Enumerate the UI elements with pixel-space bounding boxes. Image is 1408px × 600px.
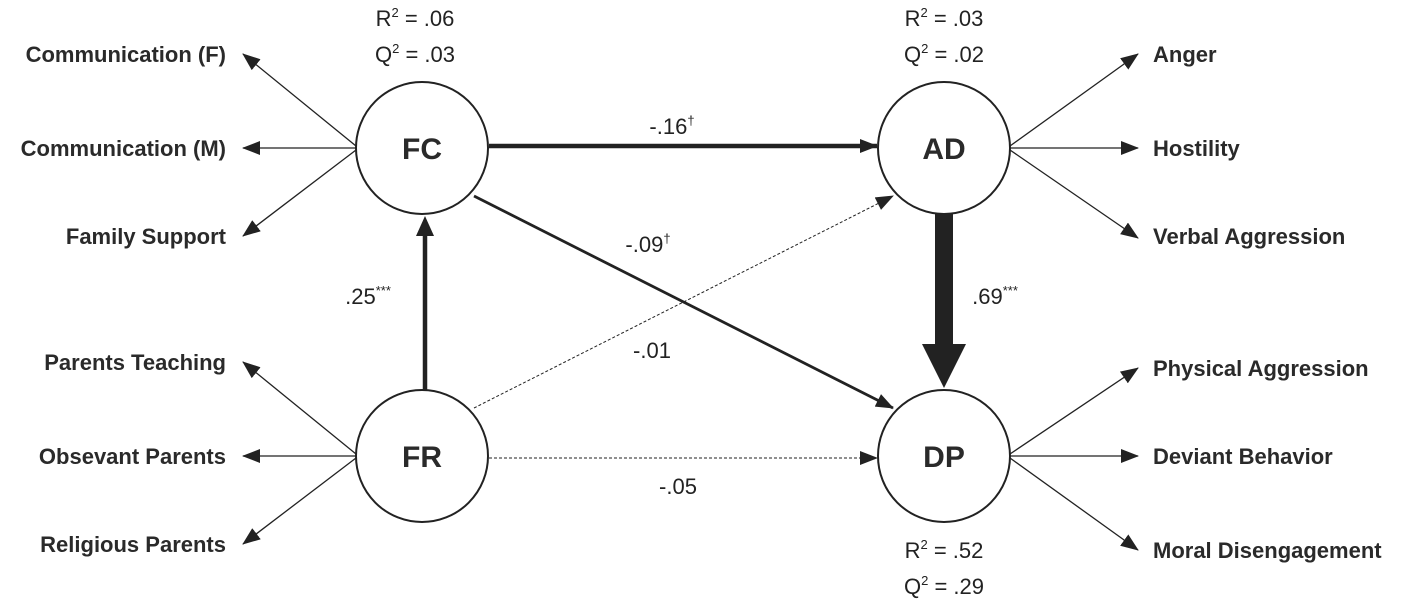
node-fr: FR	[355, 389, 489, 523]
node-ad-label: AD	[922, 133, 965, 166]
path-fr-ad	[473, 195, 894, 409]
node-fc-label: FC	[402, 133, 442, 166]
indicator-label: Family Support	[66, 224, 227, 249]
node-fr-label: FR	[402, 441, 442, 474]
coef-ad-dp: .69***	[972, 283, 1018, 309]
node-dp: DP	[877, 389, 1011, 523]
node-fc: FC	[355, 81, 489, 215]
indicator-label: Obsevant Parents	[39, 444, 226, 469]
path-ad-dp	[935, 214, 953, 344]
indicator-label: Physical Aggression	[1153, 356, 1369, 381]
coef-fr-dp: -.05	[659, 474, 697, 499]
coef-fc-dp: -.09†	[625, 231, 670, 257]
indicator-label: Anger	[1153, 42, 1217, 67]
path-ad-dp-arrowhead	[922, 344, 966, 388]
dp-r2-stat: R2 = .52	[905, 537, 984, 563]
ad-indicator-arrow-1	[1009, 53, 1139, 147]
indicator-label: Deviant Behavior	[1153, 444, 1333, 469]
indicator-label: Parents Teaching	[44, 350, 226, 375]
coef-fr-ad: -.01	[633, 338, 671, 363]
indicator-label: Hostility	[1153, 136, 1241, 161]
fc-r2-stat: R2 = .06	[376, 5, 455, 31]
indicator-label: Moral Disengagement	[1153, 538, 1382, 563]
dp-indicator-arrow-1	[1009, 367, 1139, 455]
fc-indicator-arrow-1	[242, 53, 357, 147]
indicator-label: Communication (F)	[26, 42, 226, 67]
fc-q2-stat: Q2 = .03	[375, 41, 455, 67]
dp-q2-stat: Q2 = .29	[904, 573, 984, 599]
fr-indicator-arrow-3	[242, 457, 357, 545]
ad-indicator-arrow-3	[1009, 149, 1139, 239]
node-dp-label: DP	[923, 441, 965, 474]
path-fc-dp	[473, 194, 894, 410]
node-ad: AD	[877, 81, 1011, 215]
ad-q2-stat: Q2 = .02	[904, 41, 984, 67]
indicator-label: Verbal Aggression	[1153, 224, 1345, 249]
coef-fc-ad: -.16†	[649, 113, 694, 139]
ad-r2-stat: R2 = .03	[905, 5, 984, 31]
indicator-label: Religious Parents	[40, 532, 226, 557]
fr-indicator-arrow-1	[242, 361, 357, 455]
indicator-label: Communication (M)	[21, 136, 226, 161]
coef-fr-fc: .25***	[345, 283, 391, 309]
dp-indicator-arrow-3	[1009, 457, 1139, 551]
path-fr-fc-arrowhead	[416, 216, 434, 236]
fc-indicator-arrow-3	[242, 149, 357, 237]
